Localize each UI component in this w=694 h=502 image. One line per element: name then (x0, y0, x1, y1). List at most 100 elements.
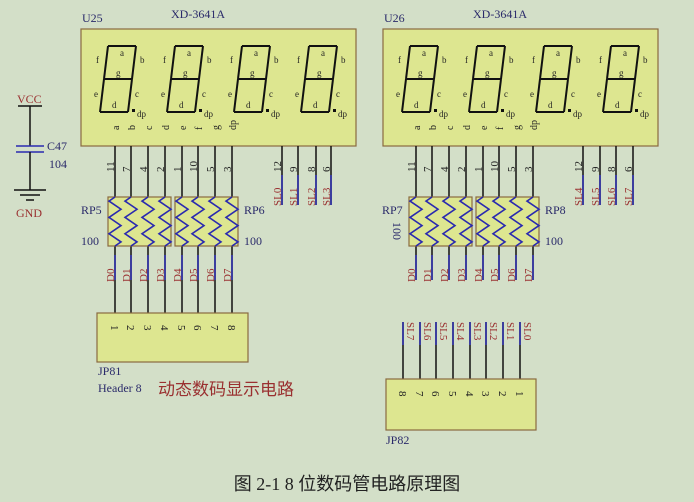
segment-letter-b: b (509, 55, 514, 65)
pin-number: 7 (121, 166, 133, 172)
segment-letter-f: f (465, 55, 468, 65)
pin-number: 1 (172, 167, 184, 173)
pin-name: b (127, 125, 138, 130)
display-ref: U25 (82, 11, 103, 25)
resistor-pack (174, 196, 239, 247)
header-pin-number: 2 (124, 325, 136, 331)
segment (401, 78, 407, 113)
pin-name: g (211, 125, 222, 130)
segment-letter-e: e (463, 89, 467, 99)
segment-letter-g: g (619, 68, 624, 78)
segment-letter-a: a (187, 48, 191, 58)
segment (233, 78, 239, 113)
segment-letter-g: g (485, 68, 490, 78)
display-part-number: XD-3641A (171, 7, 225, 21)
resistor-ref: RP8 (545, 203, 566, 217)
segment-letter-a: a (254, 48, 258, 58)
pin-name: dp (228, 120, 239, 130)
data-net-label: D2 (439, 269, 451, 282)
pin-name: a (111, 125, 122, 130)
select-net-label: SL2 (487, 322, 499, 340)
segment-letter-e: e (161, 89, 165, 99)
select-net-label: SL4 (454, 322, 466, 341)
segment (634, 45, 640, 80)
segment-letter-b: b (576, 55, 581, 65)
digit-1 (99, 45, 137, 113)
segment-letter-f: f (163, 55, 166, 65)
segment-letter-b: b (274, 55, 279, 65)
segment-letter-f: f (532, 55, 535, 65)
header-pin-number: 1 (108, 325, 120, 331)
decimal-point (501, 109, 504, 112)
decimal-point (568, 109, 571, 112)
header-pin-number: 5 (446, 391, 458, 397)
segment (166, 78, 172, 113)
segment (472, 45, 478, 80)
select-net-label: SL4 (573, 187, 585, 206)
pin-number: 2 (456, 167, 468, 173)
resistor-value: 100 (545, 234, 563, 248)
segment-letter-b: b (140, 55, 145, 65)
segment-letter-b: b (207, 55, 212, 65)
display-part-number: XD-3641A (473, 7, 527, 21)
segment-letter-c: c (437, 89, 441, 99)
segment-letter-a: a (321, 48, 325, 58)
pin-number: 11 (105, 161, 117, 172)
pin-name: f (495, 126, 506, 130)
resistor-pack (475, 196, 540, 247)
select-pin-number: 9 (590, 166, 602, 172)
circuit-title: 动态数码显示电路 (158, 380, 294, 399)
select-net-label: SL0 (521, 322, 533, 341)
pin-number: 4 (439, 166, 451, 172)
segment (500, 45, 506, 80)
segment-letter-e: e (228, 89, 232, 99)
data-net-label: D6 (506, 268, 518, 282)
capacitor-value: 104 (49, 157, 67, 171)
header-pin-number: 1 (513, 391, 525, 397)
resistor (408, 196, 424, 247)
segment-letter-d: d (313, 100, 318, 110)
select-net-label: SL3 (471, 322, 483, 341)
resistor-pack (107, 196, 172, 247)
data-net-label: D7 (222, 268, 234, 282)
select-pin-number: 9 (288, 166, 300, 172)
decimal-point (434, 109, 437, 112)
display-ref: U26 (384, 11, 405, 25)
segment (127, 78, 133, 113)
header-pin-number: 6 (191, 325, 203, 331)
segment-letter-e: e (396, 89, 400, 99)
digit-3 (233, 45, 271, 113)
data-net-label: D2 (138, 269, 150, 282)
segment-letter-b: b (442, 55, 447, 65)
pin-name: c (144, 125, 155, 130)
segment-letter-d: d (481, 100, 486, 110)
header-pin-number: 2 (496, 391, 508, 397)
digit-2 (468, 45, 506, 113)
pin-name: d (161, 125, 172, 130)
digit-4 (602, 45, 640, 113)
resistor (190, 196, 206, 247)
pin-name: b (428, 125, 439, 130)
data-net-label: D6 (205, 268, 217, 282)
segment (405, 45, 411, 80)
seven-segment-display (382, 28, 659, 147)
segment-letter-f: f (297, 55, 300, 65)
data-net-label: D1 (121, 269, 133, 282)
segment (131, 45, 137, 80)
data-net-label: D5 (188, 268, 200, 282)
segment-letter-c: c (269, 89, 273, 99)
segment-letter-g: g (418, 68, 423, 78)
select-pin-number: 6 (321, 166, 333, 172)
segment (429, 78, 435, 113)
resistor (174, 196, 190, 247)
segment-letter-c: c (202, 89, 206, 99)
segment-letter-dp: dp (338, 109, 348, 119)
pin-number: 10 (188, 161, 200, 173)
pin-number: 3 (222, 166, 234, 172)
resistor (525, 196, 541, 247)
segment (194, 78, 200, 113)
resistor (224, 196, 240, 247)
segment-letter-e: e (295, 89, 299, 99)
segment (332, 45, 338, 80)
pin-name: a (412, 125, 423, 130)
